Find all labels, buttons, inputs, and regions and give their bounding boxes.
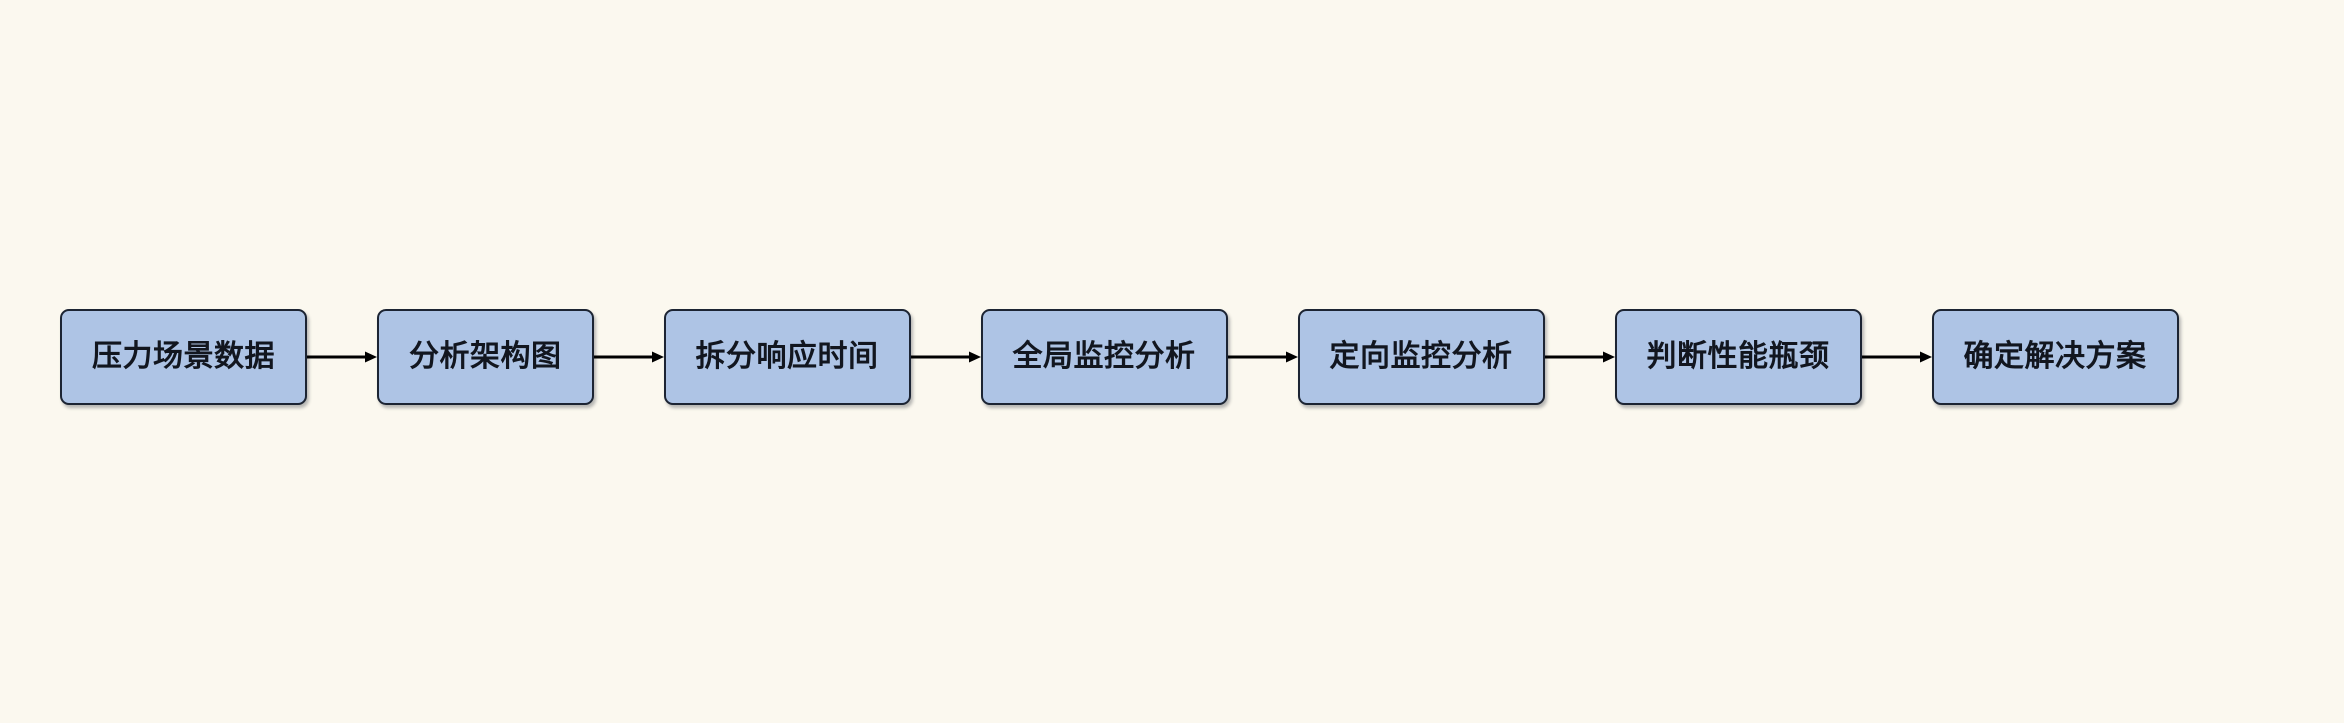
flow-arrow-n4-n5 [1227,350,1298,364]
flow-node-n2[interactable]: 分析架构图 [377,309,594,405]
flow-node-n7[interactable]: 确定解决方案 [1931,309,2179,405]
flow-node-n4[interactable]: 全局监控分析 [980,309,1228,405]
flow-node-label: 判断性能瓶颈 [1646,340,1830,373]
flow-node-n5[interactable]: 定向监控分析 [1297,309,1545,405]
flow-node-n3[interactable]: 拆分响应时间 [663,309,911,405]
flow-node-label: 分析架构图 [409,340,562,373]
flowchart-node-chain: 压力场景数据 分析架构图 拆分响应时间 [60,309,2179,405]
flow-node-label: 拆分响应时间 [695,340,879,373]
flow-arrow-n1-n2 [307,350,377,364]
flow-node-label: 确定解决方案 [1963,340,2147,373]
flow-node-label: 压力场景数据 [92,340,275,373]
flow-node-n1[interactable]: 压力场景数据 [60,309,307,405]
flow-arrow-n5-n6 [1544,350,1615,364]
flow-node-label: 定向监控分析 [1329,340,1513,373]
flow-arrow-n3-n4 [910,350,981,364]
flow-node-label: 全局监控分析 [1012,340,1196,373]
flow-arrow-n6-n7 [1861,350,1932,364]
flow-arrow-n2-n3 [593,350,664,364]
flow-node-n6[interactable]: 判断性能瓶颈 [1614,309,1862,405]
